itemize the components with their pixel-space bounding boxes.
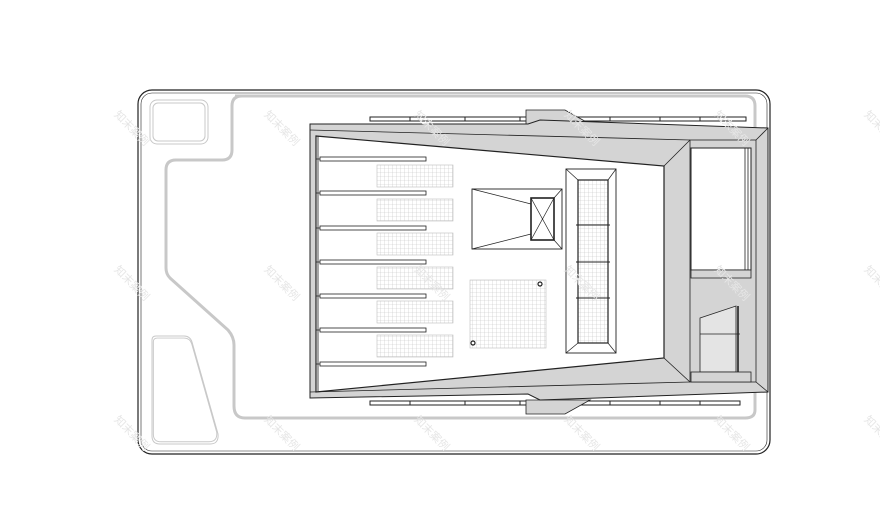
- column-marker: [537, 281, 543, 287]
- room-divider-wall: [690, 269, 752, 279]
- stair-line: [471, 233, 532, 250]
- stair-line: [553, 188, 563, 199]
- paving-grid-5: [376, 300, 454, 324]
- corner-line: [663, 139, 691, 167]
- corner-line: [755, 381, 769, 393]
- corner-line: [755, 127, 769, 141]
- bench-2: [319, 190, 427, 196]
- planter-top-left: [149, 99, 209, 145]
- corner-line: [663, 357, 691, 383]
- site-layer: [137, 89, 771, 455]
- paving-grid-4: [376, 266, 454, 290]
- bench-3: [319, 225, 427, 231]
- bench-1: [319, 156, 427, 162]
- roof-edge-line: [309, 129, 691, 141]
- paving-grid-6: [376, 334, 454, 358]
- paving-grid-3: [376, 232, 454, 256]
- skylight-bevel: [565, 342, 579, 354]
- garden-pathway: [164, 94, 757, 420]
- bench-7: [319, 361, 427, 367]
- room-bottom-sill: [690, 371, 752, 383]
- entry-wedge-bottom: [525, 399, 592, 415]
- skylight-grid: [469, 279, 547, 349]
- stair-line: [553, 239, 563, 250]
- room-bottom-glazing: [699, 305, 737, 373]
- roof-edge-line: [309, 381, 691, 393]
- building-layer: [309, 109, 769, 415]
- paving-grid-1: [376, 164, 454, 188]
- stair-line: [471, 188, 532, 205]
- bench-4: [319, 259, 427, 265]
- planter-top-left-inner: [152, 102, 206, 142]
- skylight-bevel: [607, 168, 617, 181]
- skylight-bevel: [565, 168, 579, 181]
- bench-6: [319, 327, 427, 333]
- paving-grid-2: [376, 198, 454, 222]
- column-marker: [470, 340, 476, 346]
- planter-bottom-left: [151, 335, 219, 445]
- site-boundary: [137, 89, 771, 455]
- skylight-bevel: [607, 342, 617, 354]
- planter-bottom-left-inner: [152, 337, 218, 443]
- room-top: [690, 147, 752, 271]
- lift-cross: [530, 197, 555, 241]
- bench-5: [319, 293, 427, 299]
